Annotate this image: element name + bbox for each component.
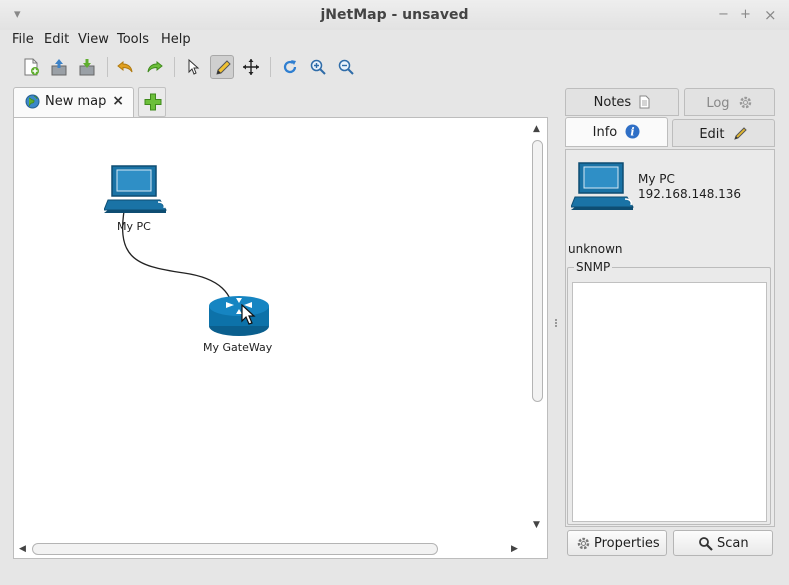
scan-button[interactable]: Scan xyxy=(673,530,773,556)
minimize-button[interactable]: − xyxy=(718,7,729,22)
refresh-button[interactable] xyxy=(278,55,302,79)
scroll-left-icon[interactable]: ◀ xyxy=(19,544,26,554)
node-my-gateway[interactable]: My GateWay xyxy=(203,294,272,354)
status-bar xyxy=(0,565,789,585)
device-computer-icon xyxy=(571,162,634,210)
new-map-button[interactable] xyxy=(19,55,43,79)
menu-edit[interactable]: Edit xyxy=(44,32,70,47)
title-bar: ▾ jNetMap - unsaved − + × xyxy=(0,0,789,30)
globe-icon xyxy=(25,94,40,109)
map-horizontal-scrollbar[interactable]: ◀ ▶ xyxy=(14,540,529,558)
tab-close-icon[interactable]: × xyxy=(112,93,124,109)
tab-info-label: Info xyxy=(592,125,618,140)
menu-help[interactable]: Help xyxy=(161,32,191,47)
panel-splitter[interactable] xyxy=(553,318,559,332)
computer-icon xyxy=(103,165,167,213)
router-icon xyxy=(209,296,269,336)
zoom-in-icon xyxy=(310,59,326,75)
device-name: My PC xyxy=(638,172,675,186)
network-link xyxy=(122,199,235,319)
zoom-out-icon xyxy=(338,59,354,75)
zoom-out-button[interactable] xyxy=(334,55,358,79)
document-icon xyxy=(639,95,650,109)
window-title: jNetMap - unsaved xyxy=(320,7,469,23)
window-menu-chevron-icon[interactable]: ▾ xyxy=(14,7,21,22)
new-map-icon xyxy=(24,58,39,76)
snmp-group: SNMP xyxy=(567,260,771,525)
gear-icon xyxy=(577,537,590,550)
draw-link-tool-button[interactable] xyxy=(210,55,234,79)
gear-icon xyxy=(739,96,751,109)
select-pointer-icon xyxy=(188,58,200,75)
map-vertical-scrollbar[interactable]: ▲ ▼ xyxy=(529,120,546,538)
undo-button[interactable] xyxy=(114,55,138,79)
redo-icon xyxy=(147,60,163,73)
snmp-text-area[interactable] xyxy=(572,282,767,522)
map-canvas[interactable]: My PC My GateWay ▲ ▼ ◀ ▶ xyxy=(13,117,548,559)
undo-icon xyxy=(117,60,133,73)
scroll-right-icon[interactable]: ▶ xyxy=(511,544,518,554)
tab-new-map-label: New map xyxy=(45,94,107,109)
toolbar xyxy=(0,53,789,81)
menu-view[interactable]: View xyxy=(78,32,109,47)
node-my-pc[interactable]: My PC xyxy=(103,164,168,233)
node-label-my-pc: My PC xyxy=(117,220,151,233)
add-map-tab-button[interactable] xyxy=(138,87,166,117)
search-icon xyxy=(699,537,713,551)
device-ip: 192.168.148.136 xyxy=(638,187,742,201)
tab-edit[interactable]: Edit xyxy=(672,119,775,147)
tab-notes[interactable]: Notes xyxy=(565,88,679,116)
close-window-button[interactable]: × xyxy=(764,6,777,24)
draw-link-pencil-icon xyxy=(216,60,231,75)
menu-file[interactable]: File xyxy=(12,32,34,47)
zoom-in-button[interactable] xyxy=(306,55,330,79)
tab-info[interactable]: Info i xyxy=(565,117,668,147)
move-tool-button[interactable] xyxy=(239,55,263,79)
tab-notes-label: Notes xyxy=(593,95,632,110)
svg-text:i: i xyxy=(631,126,635,139)
scroll-up-icon[interactable]: ▲ xyxy=(533,124,540,134)
refresh-icon xyxy=(283,60,297,74)
move-icon xyxy=(243,59,259,75)
menu-tools[interactable]: Tools xyxy=(117,32,150,47)
vertical-scroll-thumb[interactable] xyxy=(532,140,543,402)
horizontal-scroll-thumb[interactable] xyxy=(32,543,438,555)
device-status: unknown xyxy=(568,242,623,256)
open-icon xyxy=(51,59,67,76)
snmp-legend: SNMP xyxy=(574,260,613,274)
tab-edit-label: Edit xyxy=(699,127,725,142)
pencil-icon xyxy=(733,127,747,140)
redo-button[interactable] xyxy=(142,55,166,79)
mouse-cursor-icon xyxy=(241,304,256,325)
tab-new-map[interactable]: New map × xyxy=(13,87,134,118)
info-icon: i xyxy=(625,124,640,139)
select-tool-button[interactable] xyxy=(181,55,205,79)
open-button[interactable] xyxy=(47,55,71,79)
scan-label: Scan xyxy=(717,536,749,551)
menu-bar: File Edit View Tools Help xyxy=(0,30,789,52)
scroll-down-icon[interactable]: ▼ xyxy=(533,520,540,530)
save-button[interactable] xyxy=(75,55,99,79)
properties-label: Properties xyxy=(594,536,660,551)
tab-log-label: Log xyxy=(706,96,730,111)
save-icon xyxy=(79,59,95,76)
node-label-my-gateway: My GateWay xyxy=(203,341,273,354)
tab-log[interactable]: Log xyxy=(684,88,775,116)
plus-icon xyxy=(144,93,162,111)
properties-button[interactable]: Properties xyxy=(567,530,667,556)
maximize-button[interactable]: + xyxy=(740,7,751,22)
